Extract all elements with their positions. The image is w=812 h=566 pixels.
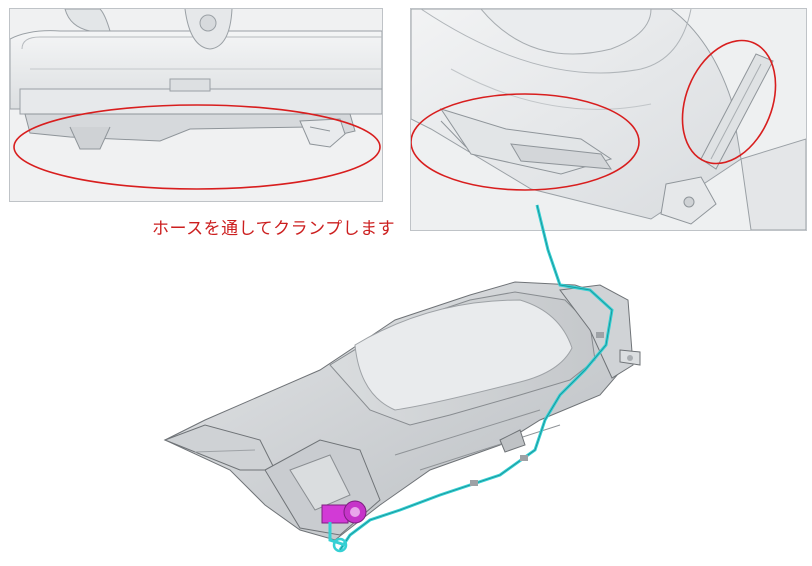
highlight-ellipse (13, 104, 381, 190)
right-detail-drawing (411, 9, 806, 230)
magenta-connector (321, 500, 367, 553)
left-detail-view (9, 8, 383, 202)
caption-text: ホースを通してクランプします (152, 219, 396, 239)
highlight-ellipse-left (411, 93, 640, 191)
left-detail-drawing (10, 9, 382, 201)
highlight-ellipse-right (681, 39, 777, 165)
right-detail-view (410, 8, 807, 231)
cyan-hose (338, 204, 614, 551)
